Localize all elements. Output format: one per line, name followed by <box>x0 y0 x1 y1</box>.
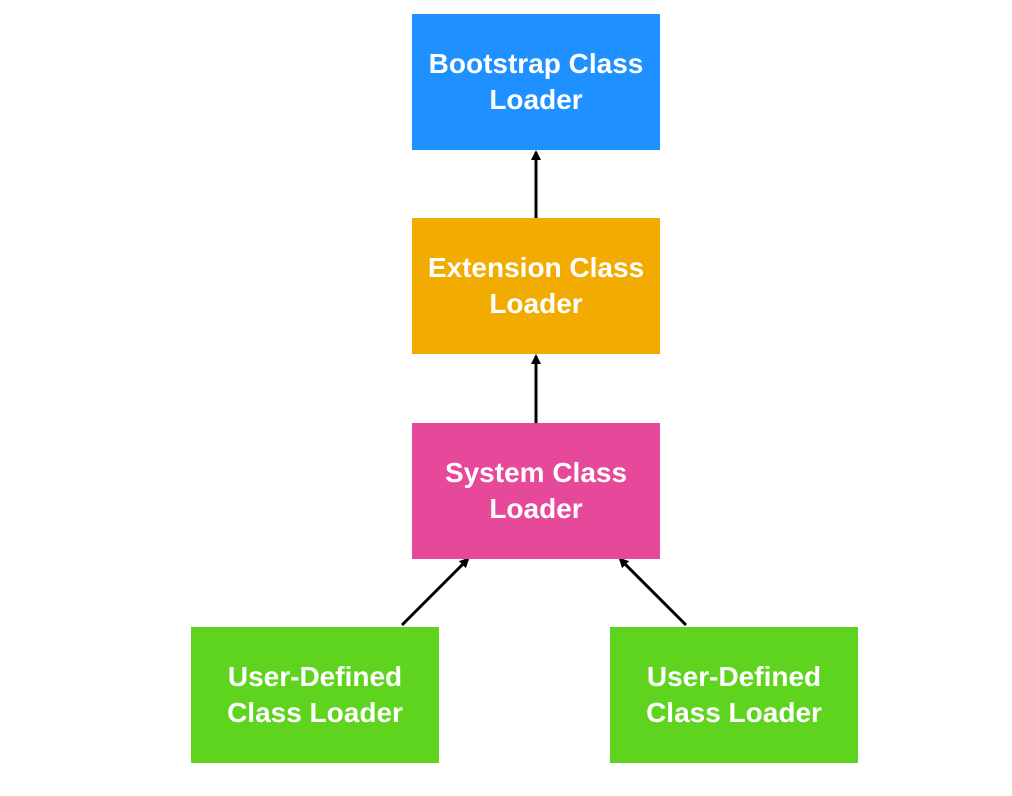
arrow-user-right-to-system <box>618 557 688 627</box>
bootstrap-class-loader-node: Bootstrap Class Loader <box>412 14 660 150</box>
system-class-loader-node: System Class Loader <box>412 423 660 559</box>
user-defined-class-loader-node-left: User-Defined Class Loader <box>191 627 439 763</box>
arrow-user-left-to-system <box>400 557 470 627</box>
extension-class-loader-node: Extension Class Loader <box>412 218 660 354</box>
user-defined-class-loader-node-right: User-Defined Class Loader <box>610 627 858 763</box>
